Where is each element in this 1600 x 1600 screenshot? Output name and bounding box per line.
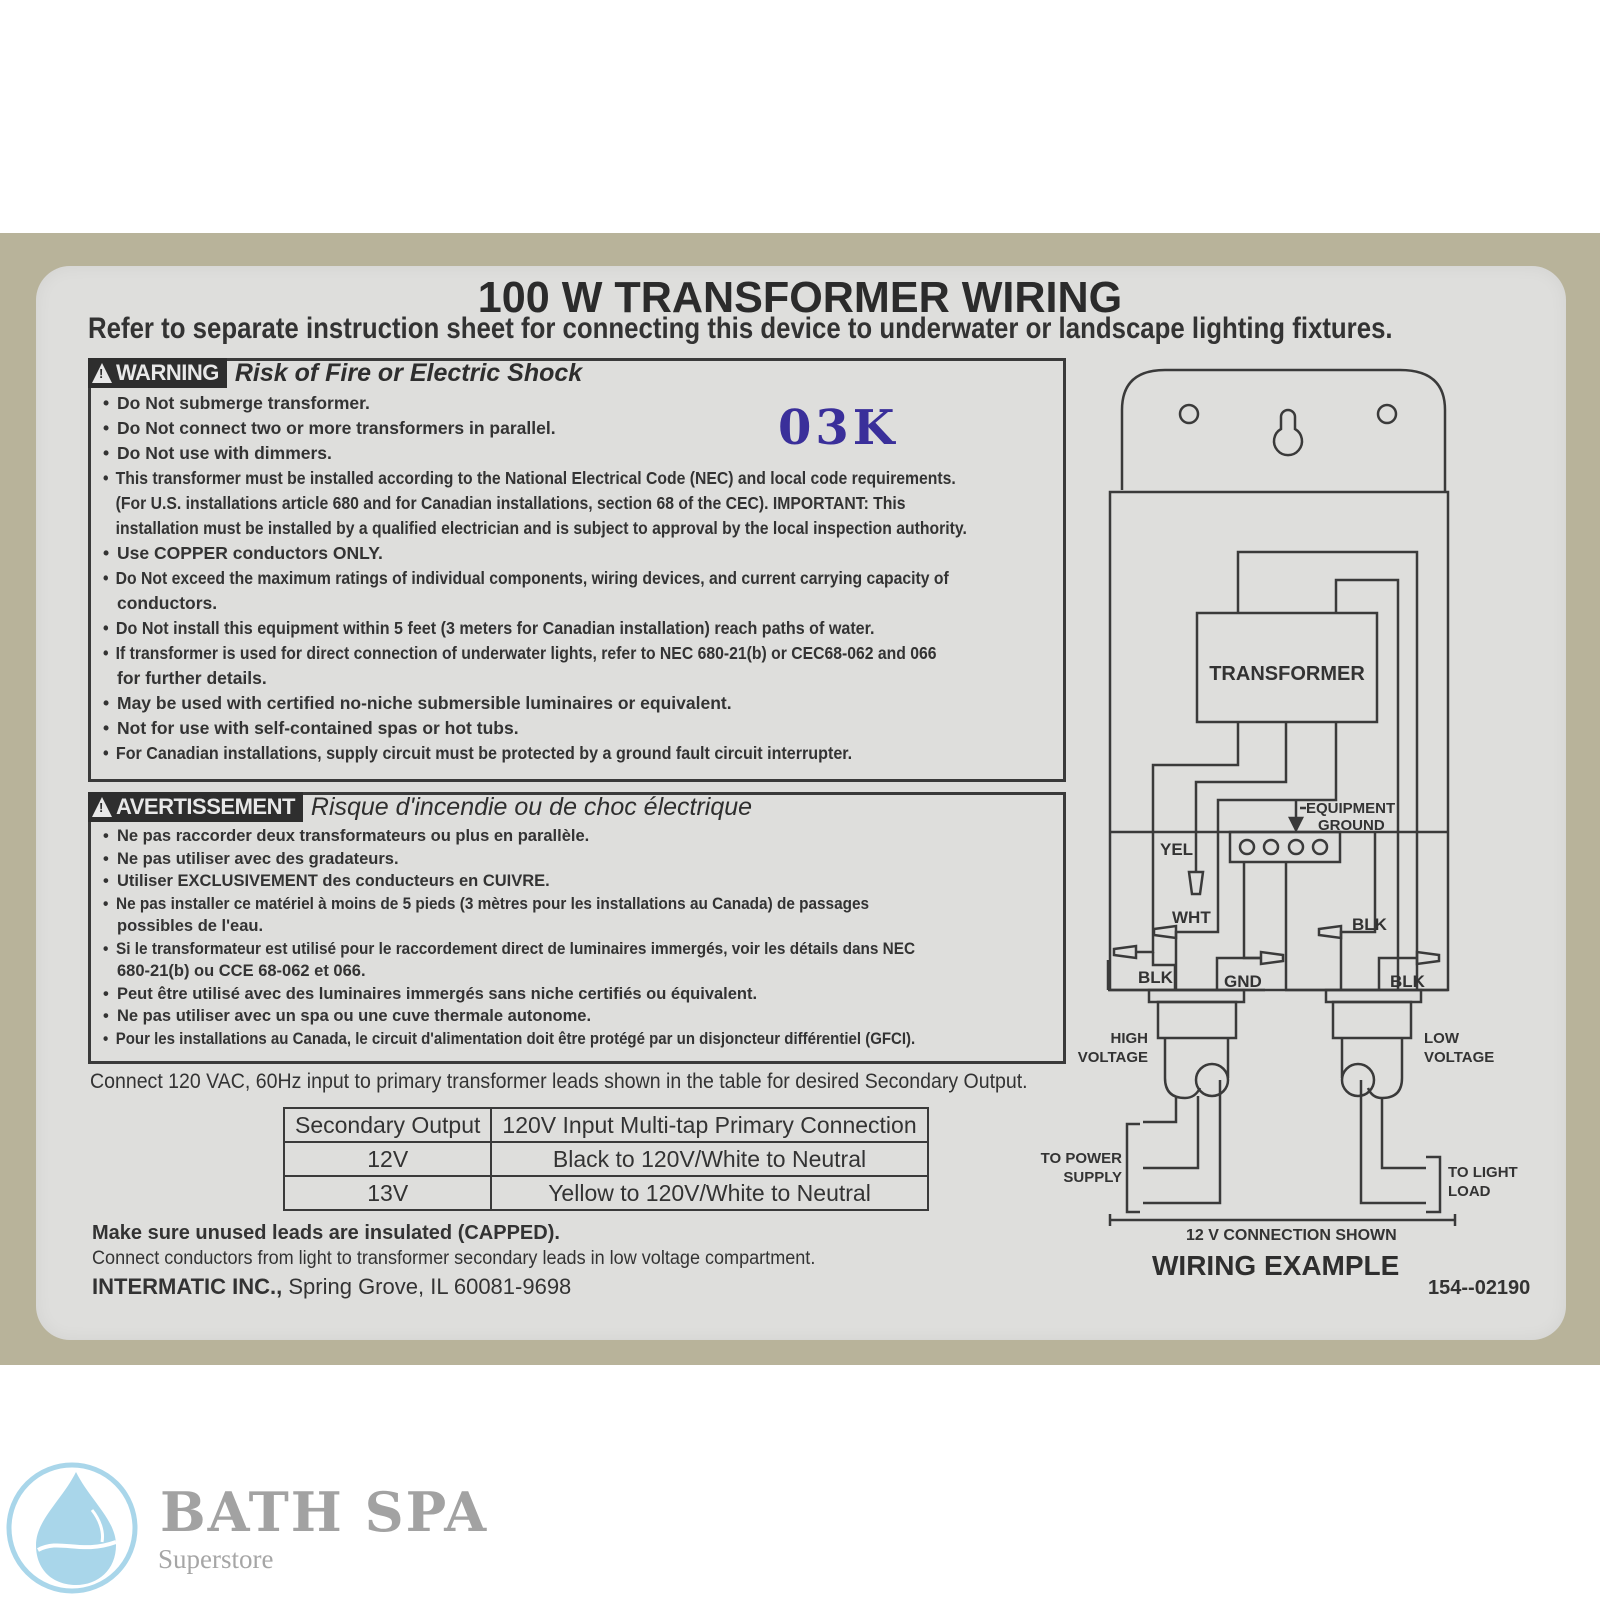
warning-box-english: WARNING Risk of Fire or Electric Shock D…	[88, 358, 1066, 782]
low-voltage-label: VOLTAGE	[1424, 1049, 1494, 1066]
label-subtitle: Refer to separate instruction sheet for …	[88, 312, 1393, 345]
warning-badge: WARNING	[88, 358, 227, 388]
label-title: 100 W TRANSFORMER WIRING	[477, 273, 1123, 322]
avertissement-badge-text: AVERTISSEMENT	[116, 794, 295, 819]
warning-item: Do Not exceed the maximum ratings of ind…	[103, 566, 967, 591]
load-label: LOAD	[1448, 1183, 1491, 1200]
manufacturer: INTERMATIC INC., Spring Grove, IL 60081-…	[92, 1274, 571, 1300]
conductors-note: Connect conductors from light to transfo…	[92, 1248, 816, 1269]
high-voltage-label: VOLTAGE	[1078, 1049, 1148, 1066]
avertissement-item: Peut être utilisé avec des luminaires im…	[103, 983, 996, 1006]
warning-item: Use COPPER conductors ONLY.	[103, 541, 1063, 566]
avertissement-item: Ne pas utiliser avec des gradateurs.	[103, 848, 996, 871]
manufacturer-address: Spring Grove, IL 60081-9698	[282, 1274, 572, 1299]
wiring-diagram: TRANSFORMER EQUIPMENT GROUND YEL WHT BLK…	[1041, 368, 1518, 1226]
warning-item: Do Not connect two or more transformers …	[103, 416, 1063, 441]
warning-item: If transformer is used for direct connec…	[103, 641, 967, 666]
bath-spa-logo-icon	[6, 1462, 138, 1594]
warning-item-cont: (For U.S. installations article 680 and …	[115, 493, 906, 513]
yel-label: YEL	[1160, 840, 1193, 859]
table-row: 13V Yellow to 120V/White to Neutral	[282, 1175, 929, 1211]
warning-triangle-icon	[92, 797, 112, 817]
table-header: 120V Input Multi-tap Primary Connection	[490, 1107, 929, 1143]
table-cell: 12V	[282, 1141, 493, 1177]
warning-list: Do Not submerge transformer. Do Not conn…	[103, 391, 1063, 766]
ink-stamp: 03K	[778, 400, 899, 456]
capped-note: Make sure unused leads are insulated (CA…	[92, 1222, 560, 1244]
avertissement-heading: Risque d'incendie ou de choc électrique	[310, 792, 753, 821]
blk-mid-label: BLK	[1352, 915, 1388, 934]
warning-item: This transformer must be installed accor…	[103, 466, 967, 491]
connection-shown-note: 12 V CONNECTION SHOWN	[1186, 1227, 1397, 1244]
brand-subtitle: Superstore	[158, 1544, 274, 1574]
manufacturer-name: INTERMATIC INC.,	[92, 1274, 283, 1299]
low-label: LOW	[1424, 1030, 1460, 1047]
warning-item: Do Not use with dimmers.	[103, 441, 1063, 466]
warning-item: Do Not submerge transformer.	[103, 391, 1063, 416]
table-cell: Black to 120V/White to Neutral	[490, 1141, 929, 1177]
part-number: 154--02190	[1428, 1277, 1531, 1299]
warning-badge-text: WARNING	[116, 360, 219, 385]
warning-box-french: AVERTISSEMENT Risque d'incendie ou de ch…	[88, 792, 1066, 1064]
warning-item: For Canadian installations, supply circu…	[103, 741, 986, 766]
avertissement-badge: AVERTISSEMENT	[88, 792, 303, 822]
wiring-example-caption: WIRING EXAMPLE	[1152, 1250, 1400, 1281]
ground-label: GROUND	[1318, 817, 1385, 834]
warning-heading: Risk of Fire or Electric Shock	[234, 358, 583, 387]
to-light-label: TO LIGHT	[1448, 1164, 1518, 1181]
warning-item: Not for use with self-contained spas or …	[103, 716, 1063, 741]
avertissement-item: Ne pas installer ce matériel à moins de …	[103, 893, 933, 916]
table-cell: 13V	[282, 1175, 493, 1211]
table-cell: Yellow to 120V/White to Neutral	[490, 1175, 929, 1211]
avertissement-item: Pour les installations au Canada, le cir…	[103, 1028, 915, 1051]
warning-header: WARNING Risk of Fire or Electric Shock	[88, 358, 582, 388]
avertissement-item: Ne pas utiliser avec un spa ou une cuve …	[103, 1005, 996, 1028]
transformer-label: TRANSFORMER	[1209, 663, 1365, 685]
avertissement-list: Ne pas raccorder deux transformateurs ou…	[103, 825, 996, 1050]
connect-instruction: Connect 120 VAC, 60Hz input to primary t…	[90, 1070, 1028, 1093]
brand-name: BATH SPA	[160, 1480, 489, 1544]
warning-item: Do Not install this equipment within 5 f…	[103, 616, 986, 641]
warning-item-cont: installation must be installed by a qual…	[115, 518, 967, 538]
gnd-label: GND	[1224, 972, 1262, 991]
avertissement-item-cont: possibles de l'eau.	[117, 917, 264, 935]
wht-label: WHT	[1172, 908, 1211, 927]
warning-item-cont: for further details.	[117, 668, 267, 688]
warning-item-cont: conductors.	[117, 593, 218, 613]
blk-left-label: BLK	[1138, 968, 1174, 987]
avertissement-item: Si le transformateur est utilisé pour le…	[103, 938, 933, 961]
connection-table: Secondary Output 120V Input Multi-tap Pr…	[282, 1107, 929, 1211]
warning-triangle-icon	[92, 363, 112, 383]
supply-label: SUPPLY	[1063, 1169, 1122, 1186]
avertissement-item-cont: 680-21(b) ou CCE 68-062 et 066.	[117, 962, 366, 980]
table-header-row: Secondary Output 120V Input Multi-tap Pr…	[282, 1107, 929, 1143]
table-header: Secondary Output	[282, 1107, 493, 1143]
avertissement-item: Utiliser EXCLUSIVEMENT des conducteurs e…	[103, 870, 996, 893]
avertissement-item: Ne pas raccorder deux transformateurs ou…	[103, 825, 996, 848]
blk-right-label: BLK	[1390, 972, 1426, 991]
equipment-label: EQUIPMENT	[1306, 800, 1395, 817]
avertissement-header: AVERTISSEMENT Risque d'incendie ou de ch…	[88, 792, 752, 822]
warning-item: May be used with certified no-niche subm…	[103, 691, 1063, 716]
table-row: 12V Black to 120V/White to Neutral	[282, 1141, 929, 1177]
to-power-label: TO POWER	[1041, 1150, 1123, 1167]
high-label: HIGH	[1111, 1030, 1149, 1047]
